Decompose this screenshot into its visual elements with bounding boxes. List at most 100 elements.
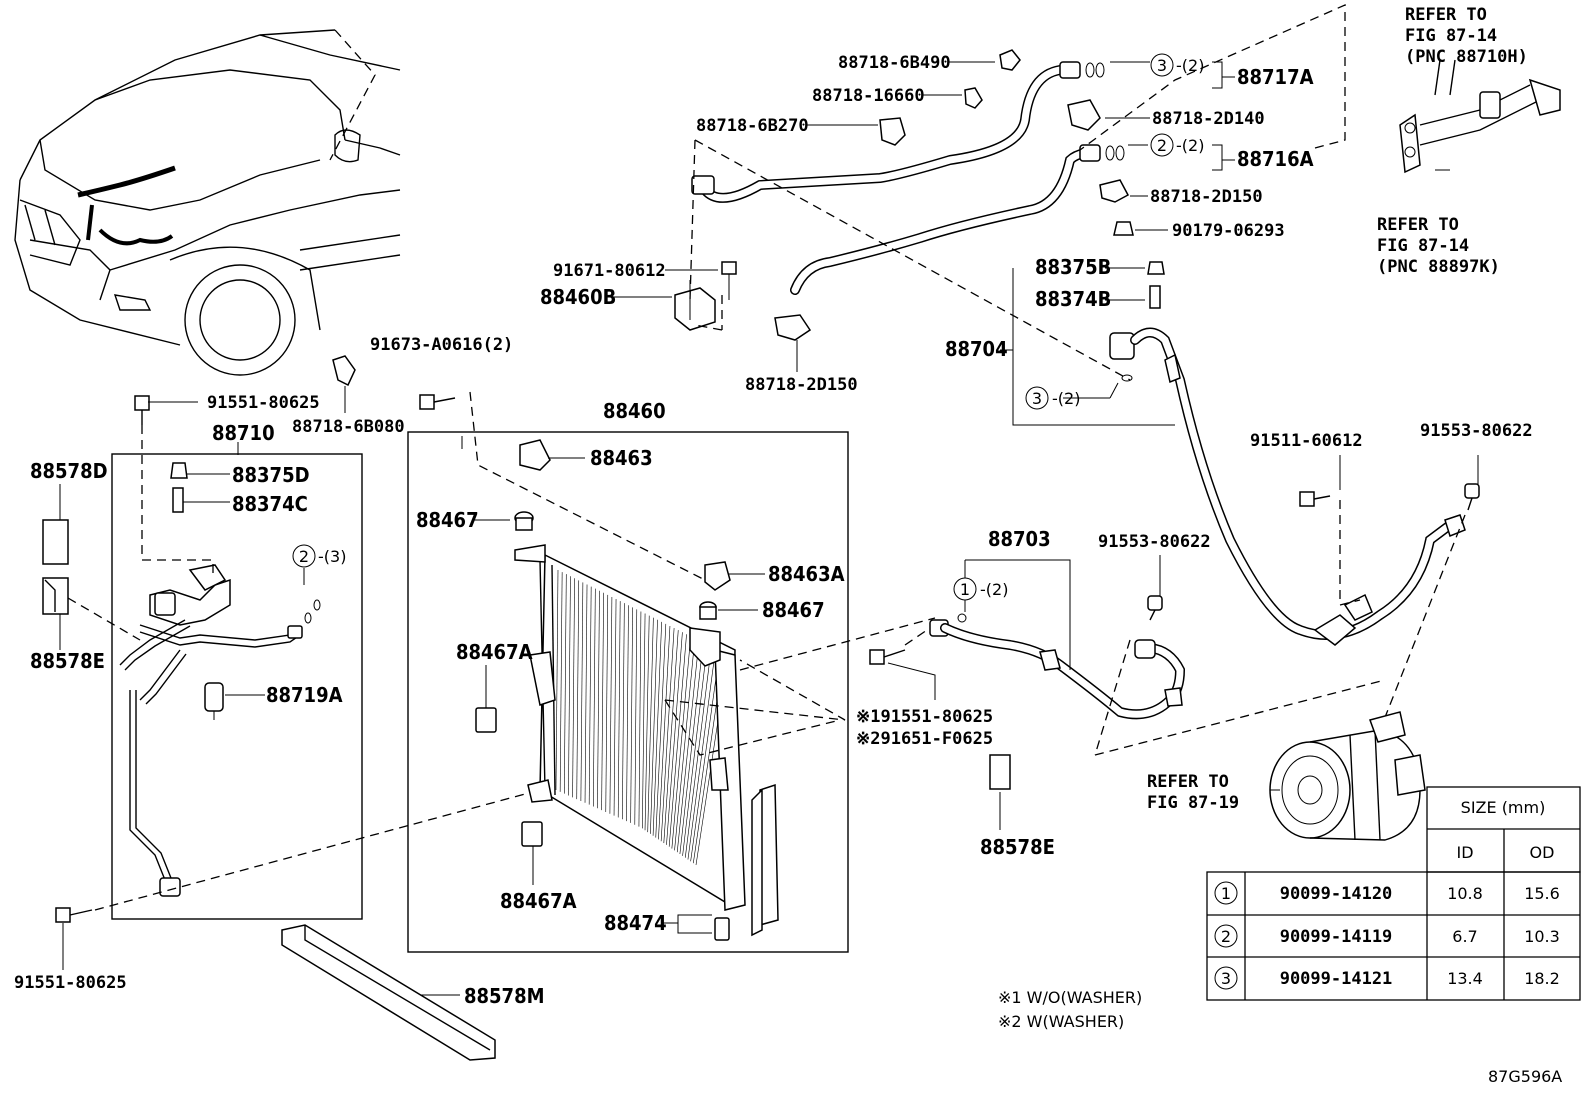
label-88467-top: 88467 [416,508,479,532]
ref-comp-line2: FIG 87-19 [1147,793,1239,813]
label-88375B: 88375B [1035,255,1111,279]
ref-comp-line1: REFER TO [1147,772,1229,792]
condenser-fin [576,580,580,800]
condenser-fin [584,584,588,803]
condenser-fin [668,634,687,847]
svg-text:-(3): -(3) [318,547,346,566]
size-table-row: 2 90099-14119 6.7 10.3 [1214,924,1560,948]
label-88578E-left: 88578E [30,649,105,673]
label-91511-60612: 91511-60612 [1250,431,1363,451]
label-88463: 88463 [590,446,653,470]
condenser-fin [634,609,638,825]
svg-text:90099-14121: 90099-14121 [1280,969,1393,989]
label-88718-2D140: 88718-2D140 [1152,109,1265,129]
discharge-hose-88703 [929,619,1186,720]
size-table-col-od: OD [1530,843,1555,862]
condenser-fin [642,613,646,829]
clip-88718-6B080 [332,355,356,387]
label-91671-80612: 91671-80612 [553,261,666,281]
cap-90179-06293 [1113,221,1134,236]
condenser-fin [568,576,571,796]
svg-text:-(2): -(2) [1176,56,1204,75]
condenser-fin [671,636,691,849]
label-88718-16660: 88718-16660 [812,86,925,106]
figure-code: 87G596A [1488,1067,1562,1086]
label-88704: 88704 [945,337,1008,361]
condenser-fin [588,586,592,805]
o-ring-a-88710 [304,612,312,624]
cushion-88467A-top [475,707,497,733]
svg-text:13.4: 13.4 [1447,969,1483,988]
condenser-fin [605,594,609,812]
liquid-tube-88710 [119,564,303,897]
condenser-fin [555,569,559,791]
size-table: SIZE (mm) ID OD 1 90099-14120 10.8 15.6 … [1206,786,1581,1001]
label-90179-06293: 90179-06293 [1172,221,1285,241]
condenser-fin [658,625,671,840]
bolt-91551-80625-mid [869,649,906,665]
seal-88578E-left [42,577,69,615]
label-88374C: 88374C [232,492,308,516]
svg-text:10.3: 10.3 [1524,927,1560,946]
leader-lines [59,61,1479,996]
receiver-88474 [751,783,779,937]
footnote-1: ※1 W/O(WASHER) [998,988,1142,1007]
svg-text:1: 1 [960,580,970,599]
bracket-88463 [519,439,551,471]
svg-text:-(2): -(2) [980,580,1008,599]
bolt-91553-80622-mid [1147,595,1163,621]
condenser-88460 [514,544,746,911]
ref-top-line2: FIG 87-14 [1405,26,1497,46]
svg-text:2: 2 [299,547,309,566]
label-88467A-bottom: 88467A [500,889,577,913]
discharge-hose-88717A [691,61,1105,203]
ref-top-line3: (PNC 88710H) [1405,47,1528,67]
condenser-fin [609,596,613,814]
label-91551-80625-top: 91551-80625 [207,393,320,413]
label-91551-80625-bottom: 91551-80625 [14,973,127,993]
label-88718-6B490: 88718-6B490 [838,53,951,73]
condenser-fin [580,582,584,801]
bracket-88460B [674,280,716,331]
seal-88578M [281,924,496,1061]
svg-text:90099-14119: 90099-14119 [1280,927,1393,947]
oring-mark-88704: 3 -(2) [1025,386,1080,410]
ref-top-line1: REFER TO [1405,5,1487,25]
svg-text:1: 1 [1221,884,1231,903]
condenser-fin [622,603,625,820]
bolt-91673-A0616 [419,394,456,410]
clip-88718-16660 [964,87,983,109]
size-table-row: 1 90099-14120 10.8 15.6 [1214,881,1560,905]
ref-mid-line3: (PNC 88897K) [1377,257,1500,277]
label-note2-part: ※291651-F0625 [856,729,993,749]
condenser-fin [613,599,617,816]
seal-88578E-right [989,754,1011,790]
condenser-fin [660,628,675,842]
svg-text:-(2): -(2) [1176,136,1204,155]
label-88578D: 88578D [30,459,108,483]
size-table-col-id: ID [1456,843,1473,862]
oring-mark-88717A: 3 -(2) [1150,53,1204,77]
svg-text:15.6: 15.6 [1524,884,1560,903]
clip-88718-2D150-bottom [774,314,812,341]
ref-mid-line1: REFER TO [1377,215,1459,235]
condenser-fin [593,588,596,807]
label-88717A: 88717A [1237,65,1314,89]
clip-88718-6B270 [879,117,906,146]
label-88710: 88710 [212,421,275,445]
label-88718-2D150-bottom: 88718-2D150 [745,375,858,395]
svg-text:-(2): -(2) [1052,389,1080,408]
label-88375D: 88375D [232,463,310,487]
cap-88375D [170,462,188,479]
seal-88578D [42,519,69,565]
condenser-fin [559,572,563,792]
svg-text:2: 2 [1157,136,1167,155]
svg-text:3: 3 [1221,969,1231,988]
condenser-fin [663,630,679,844]
cushion-88467-top [514,511,534,531]
label-88467A-top: 88467A [456,640,533,664]
clip-88718-2D150-top [1099,179,1130,203]
label-88463A: 88463A [768,562,845,586]
condenser-fin [626,605,629,822]
